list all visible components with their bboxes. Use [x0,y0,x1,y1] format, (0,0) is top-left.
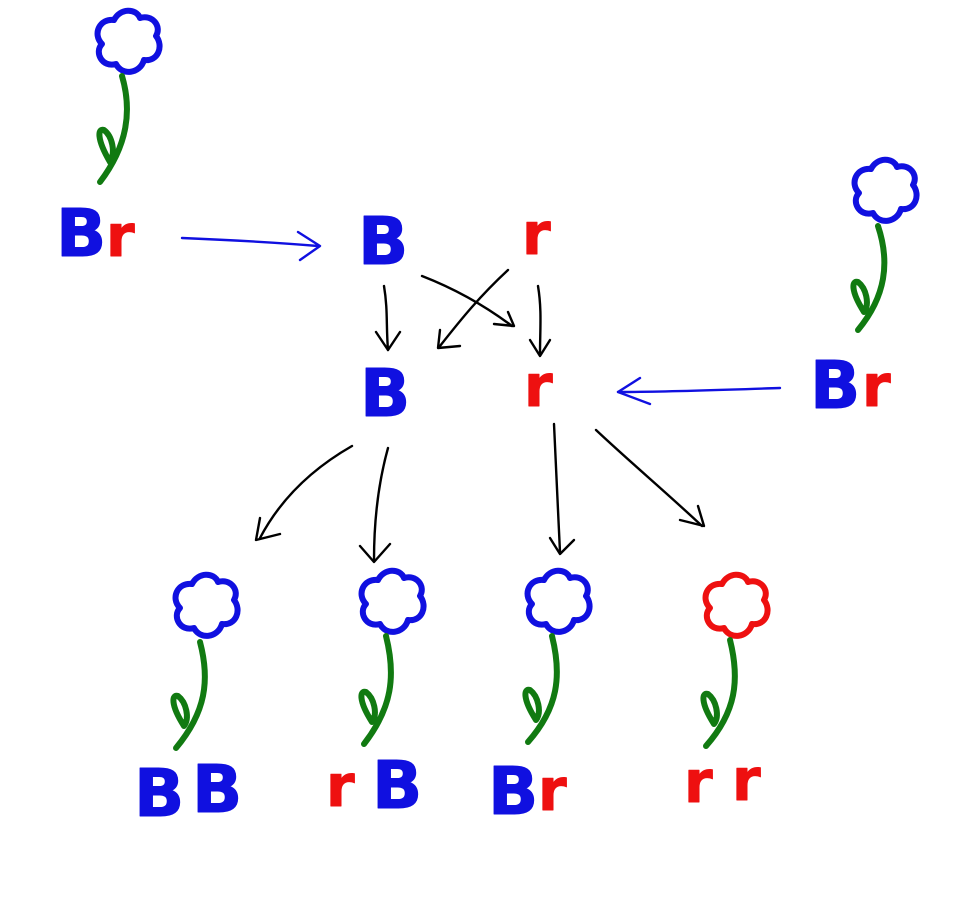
stem-icon [525,636,556,742]
arrow-icon [438,270,508,348]
offspring-3: B r [488,571,590,830]
flower-icon [853,160,916,330]
gamete-top-allele-2: r [522,200,551,268]
parent-right: B r [810,160,917,424]
flower-head-icon [98,11,160,72]
offspring-4-allele-2: r [732,746,761,814]
flower-head-icon [528,571,590,632]
gametes-middle: B r [360,352,553,432]
stem-icon [173,642,204,748]
parent-right-allele-2: r [862,352,891,420]
offspring-1-allele-2: B [192,751,242,828]
arrow-icon [596,430,704,526]
stem-icon [99,76,127,182]
arrow-icon [376,286,400,350]
stem-icon [853,226,884,330]
stem-icon [703,640,734,746]
flower-head-icon [362,571,424,632]
offspring-3-allele-2: r [538,756,567,824]
flower-head-icon [855,160,917,221]
gamete-middle-allele-2: r [524,352,553,420]
arrow-icon [422,276,514,326]
arrows [182,232,780,562]
offspring-1: B B [134,575,242,832]
offspring-2: r B [326,571,424,824]
arrow-icon [530,286,550,356]
flower-head-icon [176,575,238,636]
parent-right-allele-1: B [810,347,860,424]
parent-left-allele-1: B [56,195,106,272]
offspring-row: B B r B B r r r [134,571,768,832]
arrow-icon [182,232,320,260]
offspring-2-allele-1: r [326,752,355,820]
parent-left: B r [56,11,160,272]
gametes-top: B r [358,200,551,280]
arrow-icon [256,446,352,540]
stem-icon [361,636,391,744]
arrow-icon [360,448,390,562]
arrow-icon [618,378,780,404]
flower-icon [98,11,160,182]
arrow-icon [550,424,574,554]
offspring-2-allele-2: B [372,747,422,824]
gamete-middle-allele-1: B [360,355,410,432]
offspring-4: r r [684,575,768,816]
gamete-top-allele-1: B [358,203,408,280]
parent-left-allele-2: r [106,202,135,270]
offspring-4-allele-1: r [684,748,713,816]
offspring-3-allele-1: B [488,753,538,830]
flower-head-icon [706,575,768,636]
offspring-1-allele-1: B [134,755,184,832]
